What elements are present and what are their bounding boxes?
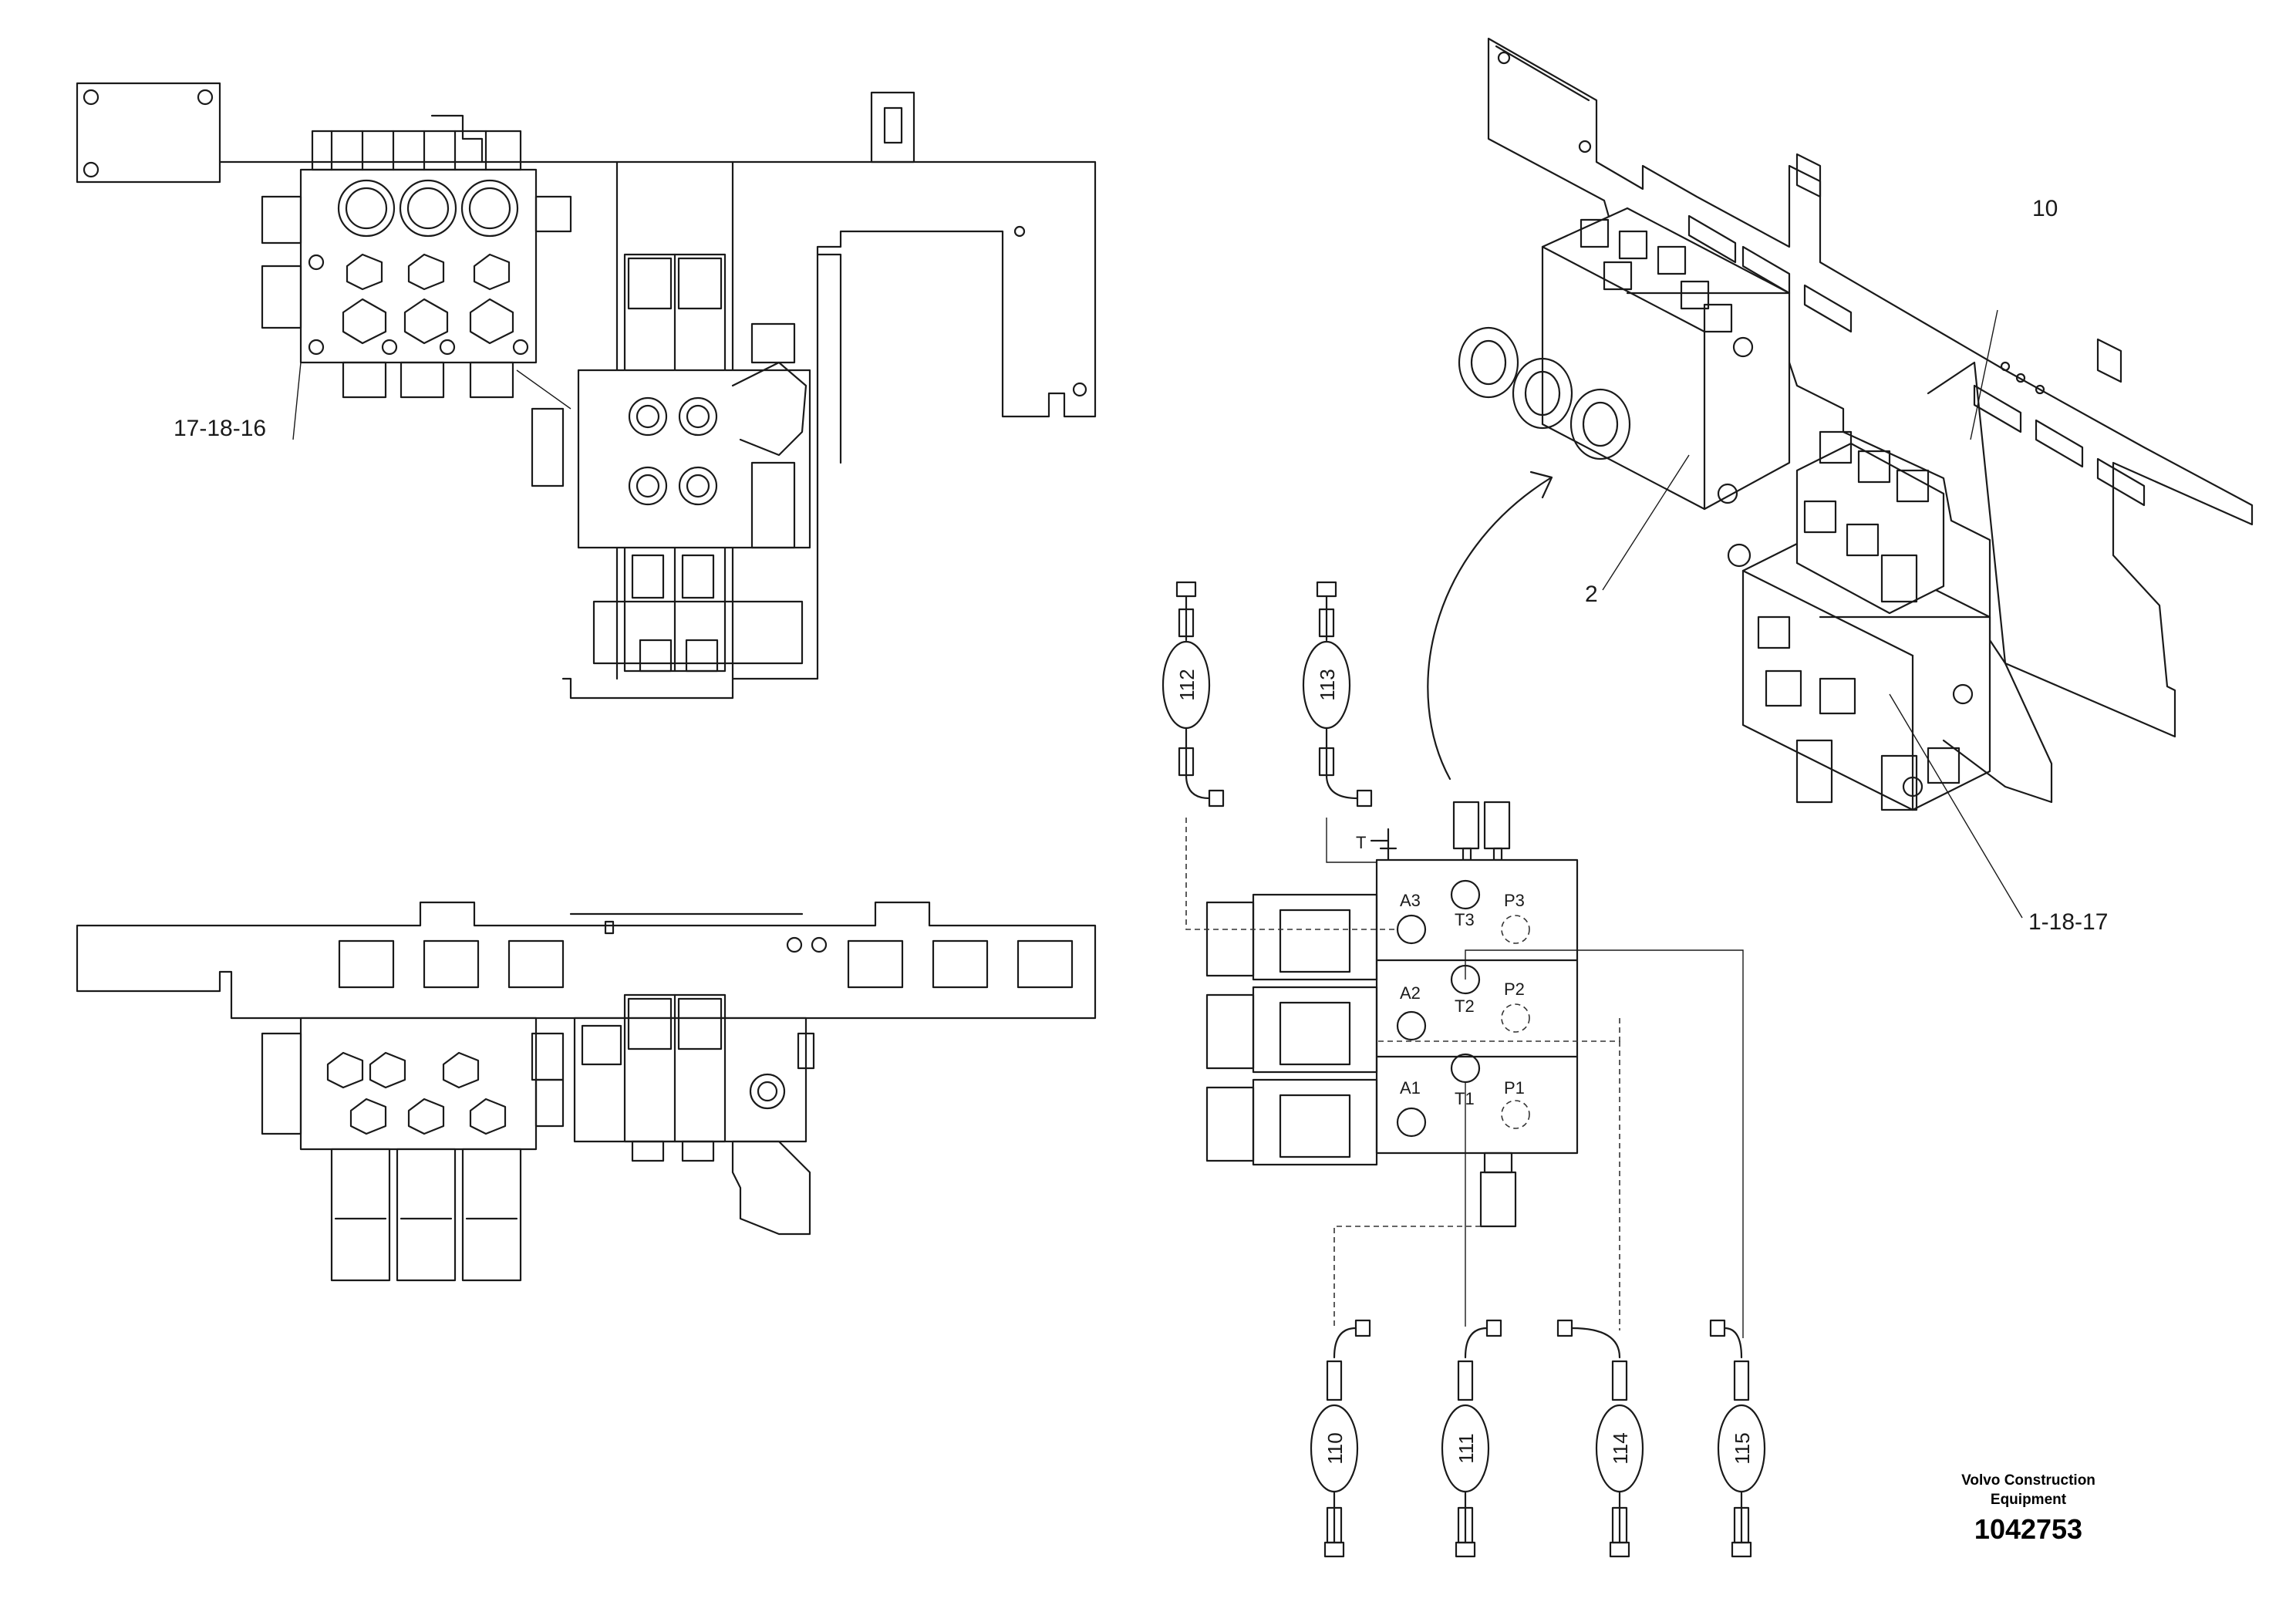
hose-113-label: 113	[1316, 669, 1339, 700]
top-view-assembly: 17-18-16	[76, 82, 1097, 700]
hose-110-label: 110	[1323, 1432, 1347, 1464]
port-p1: P1	[1504, 1078, 1525, 1098]
port-t2: T2	[1455, 996, 1475, 1016]
port-t: T	[1356, 833, 1366, 852]
hose-115-label: 115	[1731, 1432, 1754, 1464]
hose-112: 112	[1161, 581, 1225, 808]
port-a1: A1	[1400, 1078, 1421, 1098]
port-t1: T1	[1455, 1089, 1475, 1108]
hose-114-label: 114	[1609, 1432, 1632, 1464]
valve-port-schematic: T A3 T3 P3 A2 T2 P2 A1 T1 P1	[1185, 801, 1744, 1338]
port-p3: P3	[1504, 891, 1525, 910]
bracket-callout: 10	[2032, 196, 2058, 221]
valve-callout: 2	[1585, 582, 1598, 607]
brand-line-2: Equipment	[1991, 1492, 2067, 1508]
port-t3: T3	[1455, 910, 1475, 929]
hose-111: 111	[1441, 1319, 1502, 1558]
port-a2: A2	[1400, 983, 1421, 1003]
hose-115: 115	[1709, 1319, 1766, 1558]
hose-112-label: 112	[1175, 669, 1199, 700]
hose-114: 114	[1556, 1319, 1644, 1558]
top-view-callout: 17-18-16	[174, 416, 266, 441]
port-a3: A3	[1400, 891, 1421, 910]
port-p2: P2	[1504, 980, 1525, 999]
brand-line-1: Volvo Construction	[1961, 1472, 2095, 1489]
valve-group-callout: 1-18-17	[2028, 909, 2108, 935]
document-number: 1042753	[1974, 1513, 2082, 1545]
hoses: 112 113 110	[1161, 581, 1766, 1558]
front-view-assembly	[76, 901, 1097, 1282]
hose-110: 110	[1310, 1319, 1371, 1558]
hose-111-label: 111	[1455, 1433, 1478, 1464]
isometric-view-assembly: 10 2 1-18-17	[1427, 37, 2254, 935]
title-block: Volvo Construction Equipment 1042753	[1961, 1472, 2095, 1545]
hose-113: 113	[1302, 581, 1373, 808]
